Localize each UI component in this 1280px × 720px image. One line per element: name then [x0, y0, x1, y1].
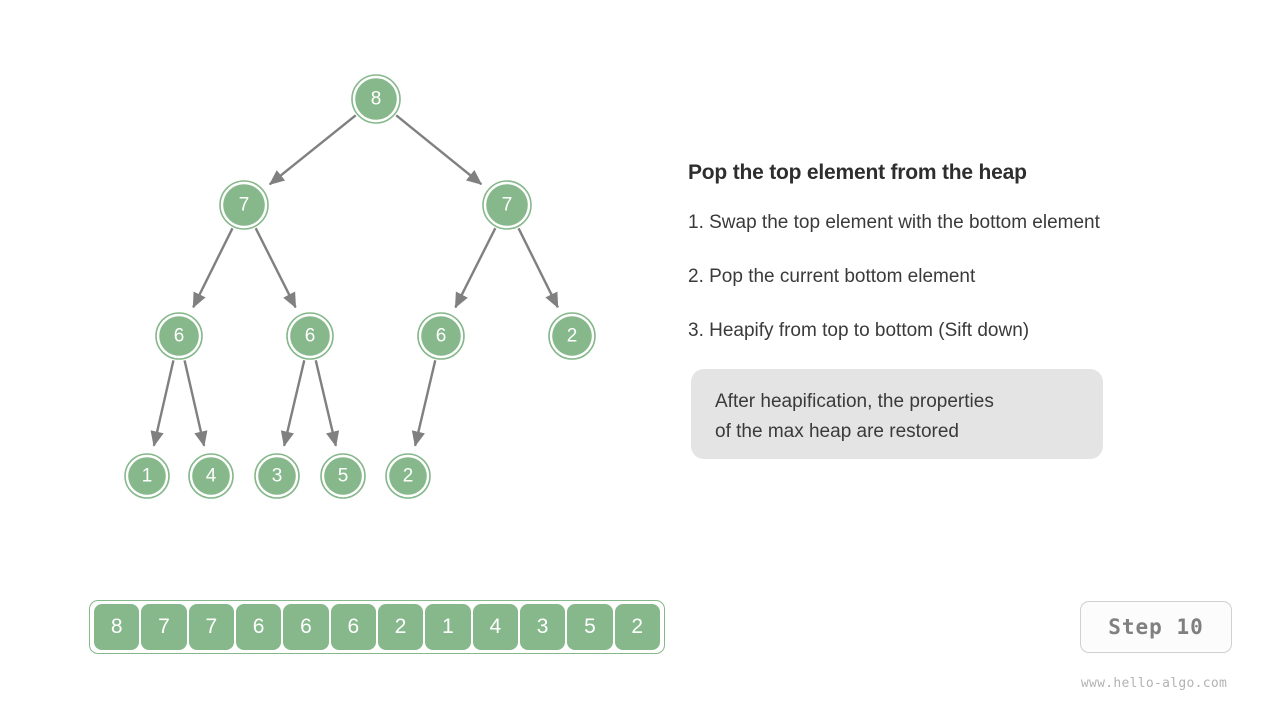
tree-edge [183, 360, 208, 447]
page-title: Pop the top element from the heap [688, 161, 1027, 184]
tree-node: 2 [548, 312, 596, 360]
tree-node-disc [486, 184, 528, 226]
tree-node-label: 8 [371, 89, 382, 110]
tree-node-ring [548, 312, 596, 360]
tree-node-label: 5 [338, 466, 349, 487]
tree-edge [411, 360, 437, 447]
tree-edge [454, 227, 497, 309]
tree-node-disc [389, 457, 427, 495]
tree-edge [254, 227, 297, 309]
tree-node-ring [385, 453, 431, 499]
tree-edge [192, 227, 234, 309]
tree-node-ring [286, 312, 334, 360]
tree-node-label: 1 [142, 466, 153, 487]
tree-node: 6 [417, 312, 465, 360]
tree-node-disc [552, 316, 592, 356]
array-cell: 8 [94, 604, 140, 650]
tree-node: 5 [320, 453, 366, 499]
tree-node-ring [417, 312, 465, 360]
tree-node-label: 3 [272, 466, 283, 487]
array-cell: 7 [188, 604, 234, 650]
tree-node: 6 [155, 312, 203, 360]
tree-node-disc [421, 316, 461, 356]
note-callout: After heapification, the properties of t… [691, 369, 1103, 459]
tree-edge-layer [150, 114, 559, 447]
array-cell: 2 [614, 604, 660, 650]
tree-node-ring [351, 74, 401, 124]
tree-node-disc [290, 316, 330, 356]
tree-edge [268, 114, 357, 186]
tree-node-label: 2 [403, 466, 414, 487]
tree-node: 2 [385, 453, 431, 499]
tree-node-disc [192, 457, 230, 495]
tree-node-label: 6 [174, 326, 185, 347]
instruction-step-1: 1. Swap the top element with the bottom … [688, 212, 1100, 234]
watermark-text: www.hello-algo.com [1080, 676, 1228, 691]
tree-node-ring [482, 180, 532, 230]
note-callout-text: After heapification, the properties of t… [715, 391, 994, 442]
tree-node-disc [355, 78, 397, 120]
tree-node-ring [124, 453, 170, 499]
tree-node-ring [155, 312, 203, 360]
tree-node-disc [258, 457, 296, 495]
tree-edge [395, 114, 483, 186]
tree-node: 1 [124, 453, 170, 499]
instruction-step-3: 3. Heapify from top to bottom (Sift down… [688, 319, 1030, 341]
instruction-panel: Pop the top element from the heap 1. Swa… [688, 160, 1248, 342]
tree-node-disc [128, 457, 166, 495]
tree-node: 7 [482, 180, 532, 230]
tree-node-ring [219, 180, 269, 230]
tree-node: 8 [351, 74, 401, 124]
tree-node: 4 [188, 453, 234, 499]
tree-node-label: 7 [502, 195, 513, 216]
tree-edge [280, 360, 306, 447]
tree-node-disc [324, 457, 362, 495]
array-cell: 3 [519, 604, 566, 650]
array-cell: 2 [377, 604, 424, 650]
array-cell: 6 [235, 604, 282, 650]
tree-node: 7 [219, 180, 269, 230]
step-badge: Step 10 [1080, 601, 1232, 653]
tree-node: 3 [254, 453, 300, 499]
tree-edge [150, 360, 175, 447]
tree-node-layer: 8 7 7 6 6 6 2 1 4 3 5 2 [124, 74, 596, 499]
tree-node: 6 [286, 312, 334, 360]
tree-node-label: 2 [567, 326, 578, 347]
array-cell: 7 [141, 604, 187, 650]
tree-node-label: 4 [206, 466, 217, 487]
tree-node-ring [320, 453, 366, 499]
array-cell: 4 [472, 604, 518, 650]
tree-node-disc [223, 184, 265, 226]
tree-node-label: 6 [436, 326, 447, 347]
tree-node-ring [188, 453, 234, 499]
array-cell: 5 [567, 604, 613, 650]
tree-node-ring [254, 453, 300, 499]
tree-edge [314, 360, 340, 447]
instruction-step-2: 2. Pop the current bottom element [688, 265, 976, 287]
tree-node-disc [159, 316, 199, 356]
tree-edge [517, 227, 559, 309]
heap-tree-diagram: 8 7 7 6 6 6 2 1 4 3 5 2 [124, 74, 596, 499]
array-cell: 1 [425, 604, 471, 650]
tree-node-label: 6 [305, 326, 316, 347]
array-cell: 6 [283, 604, 329, 650]
array-cell: 6 [330, 604, 376, 650]
tree-node-label: 7 [239, 195, 250, 216]
